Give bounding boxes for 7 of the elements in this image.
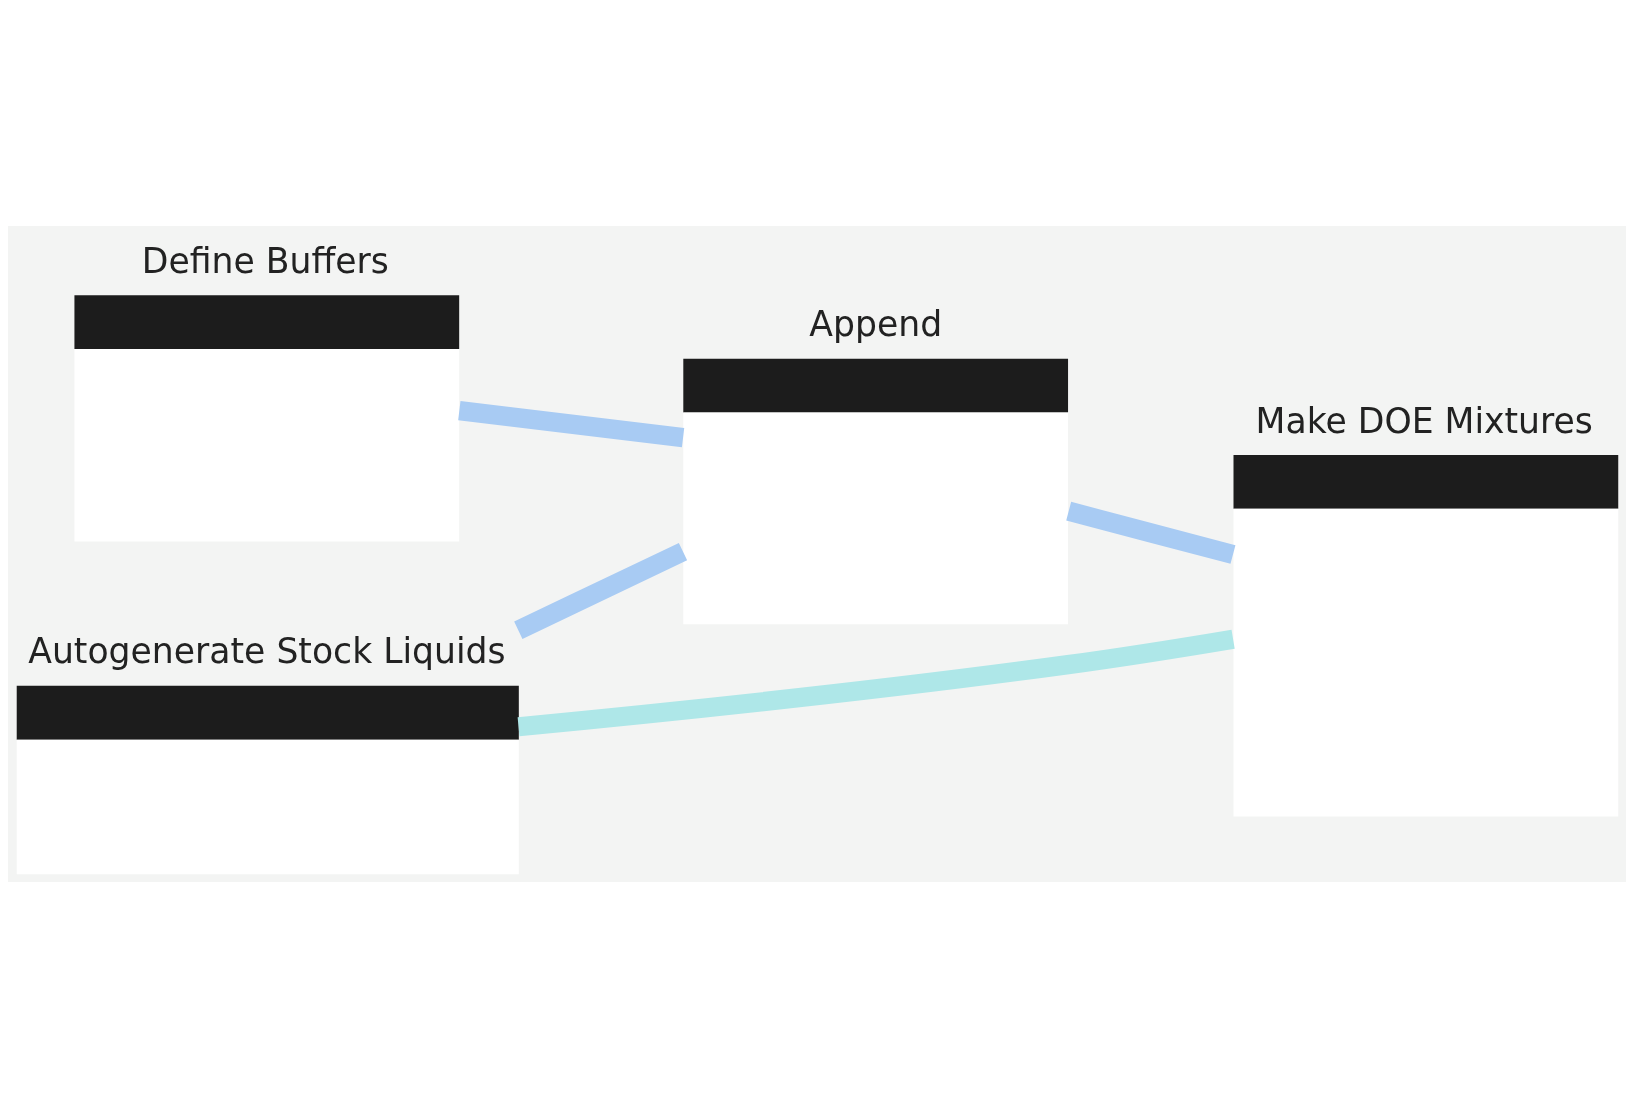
- node-label: Define Buffers: [141, 240, 389, 281]
- connector: [1066, 501, 1236, 564]
- node-label: Append: [809, 304, 943, 345]
- node-label: Make DOE Mixtures: [1255, 400, 1593, 441]
- connector: [514, 543, 688, 639]
- node-label: Autogenerate Stock Liquids: [28, 631, 506, 672]
- connector: [458, 401, 685, 448]
